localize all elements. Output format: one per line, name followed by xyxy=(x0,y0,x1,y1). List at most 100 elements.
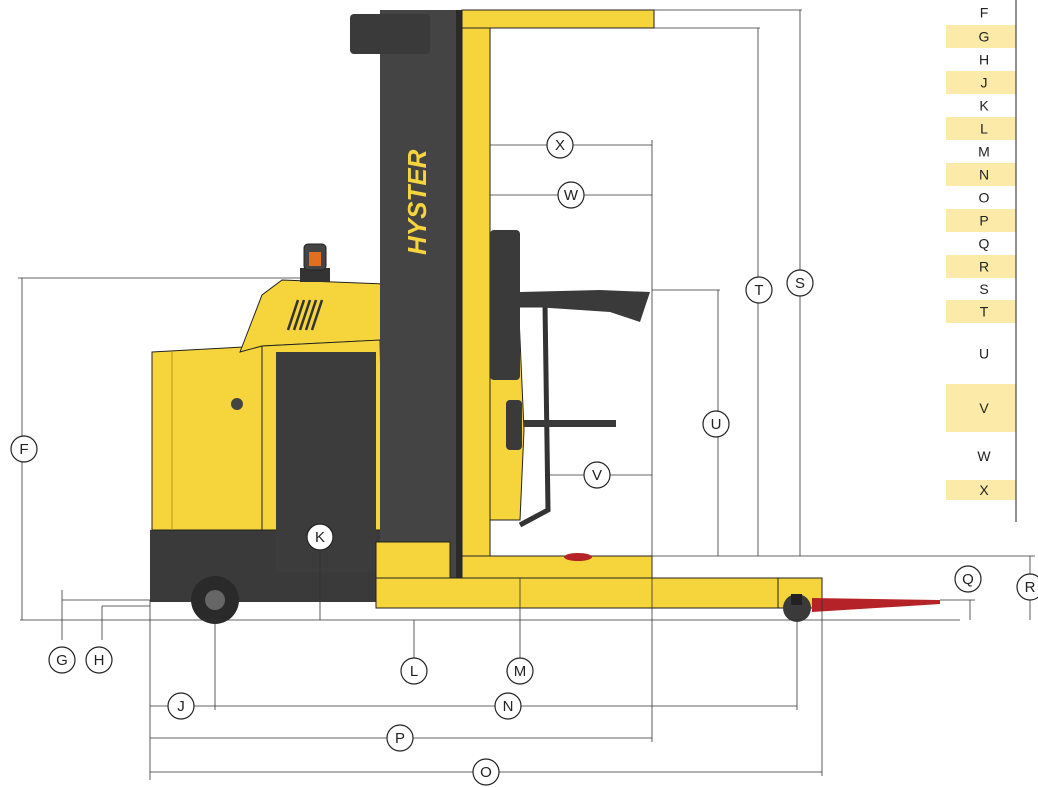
legend-letter: H xyxy=(979,52,989,68)
grab-handle xyxy=(518,302,551,528)
legend-row-l: L xyxy=(946,117,1016,140)
legend-row-shade xyxy=(946,255,1016,278)
callout-s-label: S xyxy=(795,275,805,292)
legend-row-shade xyxy=(946,209,1016,232)
callout-x: X xyxy=(546,131,574,159)
legend-row-o: O xyxy=(979,190,990,206)
mast-head-block xyxy=(350,14,430,54)
callout-u: U xyxy=(702,410,730,438)
carriage-top-bar xyxy=(461,9,655,29)
overhead-arm xyxy=(520,290,650,322)
mast-outer xyxy=(380,10,462,580)
callout-x-label: X xyxy=(555,137,565,154)
legend-row-u: U xyxy=(979,346,989,362)
legend-letter: P xyxy=(979,213,988,229)
legend-letter: Q xyxy=(979,236,990,252)
carriage-base xyxy=(461,555,653,579)
legend-row-shade xyxy=(946,117,1016,140)
callout-k: K xyxy=(306,523,334,551)
warning-light xyxy=(300,243,330,282)
legend-letter: X xyxy=(979,482,989,498)
console-seat-upper xyxy=(490,230,520,380)
legend-row-shade xyxy=(946,480,1016,500)
legend-letter: M xyxy=(978,144,990,160)
callout-q: Q xyxy=(954,565,982,593)
legend-row-j: J xyxy=(946,71,1016,94)
callout-g-label: G xyxy=(56,652,68,669)
callout-f-label: F xyxy=(19,441,28,458)
legend-letter: T xyxy=(980,304,989,320)
callout-v: V xyxy=(583,461,611,489)
legend-row-shade xyxy=(946,300,1016,323)
legend-letter: W xyxy=(977,448,991,464)
legend-row-w: W xyxy=(977,448,991,464)
legend-row-n: N xyxy=(946,163,1016,186)
callout-n: N xyxy=(494,692,522,720)
legend-row-v: V xyxy=(946,384,1016,432)
callout-l-label: L xyxy=(410,663,418,680)
legend-letter: S xyxy=(979,281,988,297)
callout-r: R xyxy=(1016,573,1038,601)
callout-l: L xyxy=(400,657,428,685)
callout-w-label: W xyxy=(564,187,579,204)
legend-row-shade xyxy=(946,384,1016,432)
fork-tine xyxy=(812,598,940,612)
mast-brand: HYSTER xyxy=(402,149,432,255)
callout-v-label: V xyxy=(592,467,602,484)
legend-letter: F xyxy=(980,5,989,21)
load-wheel-bolt xyxy=(791,594,802,605)
callout-t: T xyxy=(745,276,773,304)
legend-row-shade xyxy=(946,71,1016,94)
legend-letter: R xyxy=(979,259,989,275)
callout-g: G xyxy=(48,646,76,674)
armrest-bar xyxy=(524,420,616,427)
callout-s: S xyxy=(786,269,814,297)
callout-o-label: O xyxy=(480,764,492,781)
battery-box-knob xyxy=(231,398,243,410)
callout-h-label: H xyxy=(94,652,105,669)
legend-row-h: H xyxy=(979,52,989,68)
callout-r-label: R xyxy=(1025,579,1036,596)
callout-m: M xyxy=(506,657,534,685)
callout-q-label: Q xyxy=(962,571,974,588)
battery-box xyxy=(151,345,265,531)
callout-u-label: U xyxy=(711,416,722,433)
callout-o: O xyxy=(472,758,500,786)
legend-letter: J xyxy=(981,75,988,91)
callout-h: H xyxy=(85,646,113,674)
legend-row-t: T xyxy=(946,300,1016,323)
callout-n-label: N xyxy=(503,698,514,715)
legend-letter: L xyxy=(980,121,988,137)
outrigger-leg xyxy=(375,577,823,609)
legend-row-q: Q xyxy=(979,236,990,252)
legend-row-p: P xyxy=(946,209,1016,232)
callout-k-label: K xyxy=(315,529,325,546)
console-seat-lower xyxy=(506,400,522,450)
legend-row-m: M xyxy=(978,144,990,160)
legend-row-shade xyxy=(946,25,1016,48)
reach-truck-illustration: HYSTER xyxy=(150,9,940,624)
legend-row-shade xyxy=(946,163,1016,186)
callout-j: J xyxy=(167,692,195,720)
legend-letter: V xyxy=(979,400,989,416)
mast-inner-rail xyxy=(456,10,464,580)
callout-p: P xyxy=(386,724,414,752)
callout-f: F xyxy=(10,435,38,463)
legend-row-g: G xyxy=(946,25,1016,48)
legend-row-f: F xyxy=(980,5,989,21)
legend-row-r: R xyxy=(946,255,1016,278)
vent-slots xyxy=(286,299,324,331)
legend-letter: G xyxy=(979,29,990,45)
callout-p-label: P xyxy=(395,730,405,747)
drive-wheel-hub xyxy=(205,590,225,610)
legend-letter: N xyxy=(979,167,989,183)
fork-pad xyxy=(564,553,592,561)
load-wheel xyxy=(783,594,811,622)
callout-t-label: T xyxy=(754,282,763,299)
callout-w: W xyxy=(557,181,585,209)
callout-j-label: J xyxy=(177,698,185,715)
legend-row-k: K xyxy=(979,98,989,114)
carriage-frame-left xyxy=(461,9,491,571)
